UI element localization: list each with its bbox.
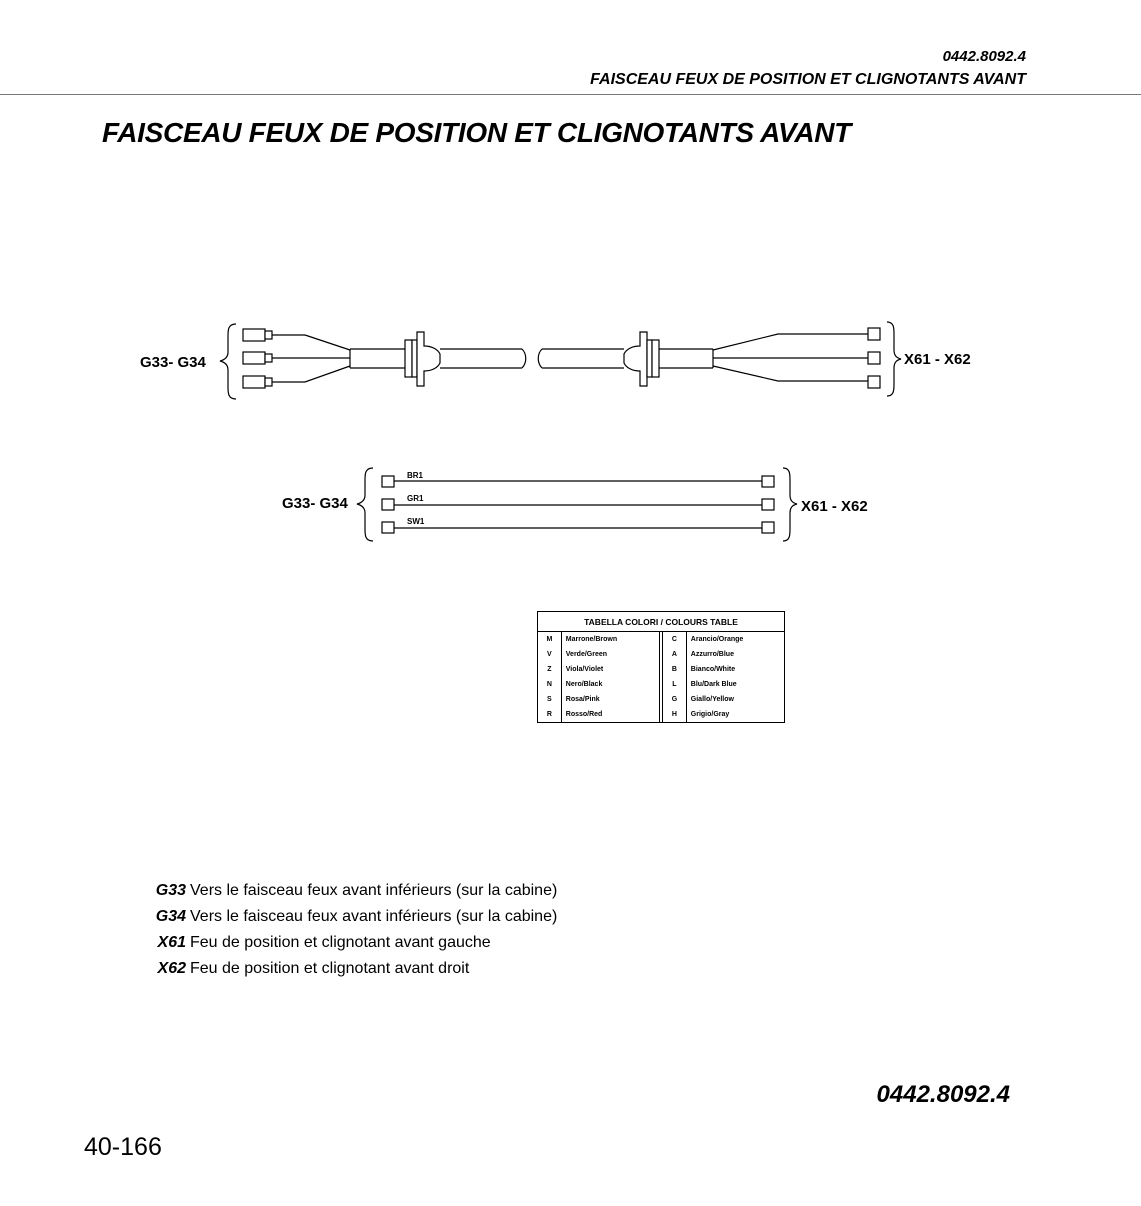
colors-table-title: TABELLA COLORI / COLOURS TABLE	[537, 611, 785, 632]
wire-label-sw1: SW1	[407, 517, 425, 526]
color-name: Viola/Violet	[565, 666, 604, 673]
left-brace	[219, 323, 237, 400]
left-cable	[440, 348, 522, 369]
legend-text: Feu de position et clignotant avant gauc…	[190, 934, 491, 951]
legend-code: X62	[157, 960, 186, 977]
column-divider	[658, 707, 664, 723]
color-code: H	[662, 707, 687, 723]
left-wire-bundle	[304, 334, 351, 383]
table-row: Z Viola/Violet B Bianco/White	[537, 662, 785, 677]
color-code: N	[537, 677, 562, 692]
schematic-left-brace	[356, 467, 374, 542]
legend-code: G34	[155, 908, 186, 925]
table-row: N Nero/Black L Blu/Dark Blue	[537, 677, 785, 692]
color-code: C	[662, 631, 687, 647]
legend-text: Vers le faisceau feux avant inférieurs (…	[190, 908, 558, 925]
header-title: FAISCEAU FEUX DE POSITION ET CLIGNOTANTS…	[590, 71, 1026, 88]
color-name: Rosa/Pink	[565, 696, 600, 703]
color-code: G	[662, 692, 687, 707]
right-brace	[886, 321, 902, 397]
wire-label-br1: BR1	[407, 471, 424, 480]
color-code: R	[537, 707, 562, 723]
color-name: Marrone/Brown	[565, 636, 618, 643]
schematic-right-brace	[782, 467, 798, 542]
color-name: Blu/Dark Blue	[690, 681, 737, 688]
color-code: Z	[537, 662, 562, 677]
schematic-right-label: X61 - X62	[801, 498, 868, 515]
schematic-left-label: G33- G34	[282, 495, 349, 512]
column-divider	[658, 631, 664, 647]
header-rule	[0, 94, 1141, 95]
right-grommet	[623, 331, 660, 387]
right-cable	[542, 348, 624, 369]
left-terminals	[242, 328, 308, 389]
color-name: Verde/Green	[565, 651, 608, 658]
header-code: 0442.8092.4	[942, 48, 1026, 65]
harness-left-label: G33- G34	[140, 354, 207, 371]
table-row: M Marrone/Brown C Arancio/Orange	[537, 631, 785, 647]
right-sleeve	[659, 348, 714, 369]
column-divider	[658, 662, 664, 677]
column-divider	[658, 677, 664, 692]
color-name: Azzurro/Blue	[690, 651, 734, 658]
table-row: S Rosa/Pink G Giallo/Yellow	[537, 692, 785, 707]
color-name: Rosso/Red	[565, 711, 603, 718]
colors-table: TABELLA COLORI / COLOURS TABLE M Marrone…	[537, 611, 785, 723]
document-number: 0442.8092.4	[876, 1081, 1010, 1108]
schematic-wires	[381, 475, 775, 534]
color-code: V	[537, 647, 562, 662]
column-divider	[658, 647, 664, 662]
table-row: R Rosso/Red H Grigio/Gray	[537, 707, 785, 723]
legend-text: Feu de position et clignotant avant droi…	[190, 960, 470, 977]
legend-text: Vers le faisceau feux avant inférieurs (…	[190, 882, 558, 899]
column-divider	[658, 692, 664, 707]
color-name: Bianco/White	[690, 666, 736, 673]
harness-right-label: X61 - X62	[904, 351, 971, 368]
right-terminals	[867, 327, 881, 389]
color-name: Nero/Black	[565, 681, 603, 688]
color-code: M	[537, 631, 562, 647]
color-code: B	[662, 662, 687, 677]
page-number: 40-166	[84, 1133, 162, 1161]
page-title: FAISCEAU FEUX DE POSITION ET CLIGNOTANTS…	[102, 117, 851, 148]
table-row: V Verde/Green A Azzurro/Blue	[537, 647, 785, 662]
legend-code: G33	[155, 882, 186, 899]
legend-code: X61	[157, 934, 186, 951]
cable-break	[521, 348, 543, 369]
wire-label-gr1: GR1	[407, 494, 424, 503]
color-code: A	[662, 647, 687, 662]
color-name: Grigio/Gray	[690, 711, 730, 718]
left-grommet	[404, 331, 441, 387]
color-code: L	[662, 677, 687, 692]
color-name: Giallo/Yellow	[690, 696, 734, 703]
right-wire-bundle	[712, 333, 868, 382]
left-sleeve	[349, 348, 405, 369]
color-code: S	[537, 692, 562, 707]
color-name: Arancio/Orange	[690, 636, 744, 643]
